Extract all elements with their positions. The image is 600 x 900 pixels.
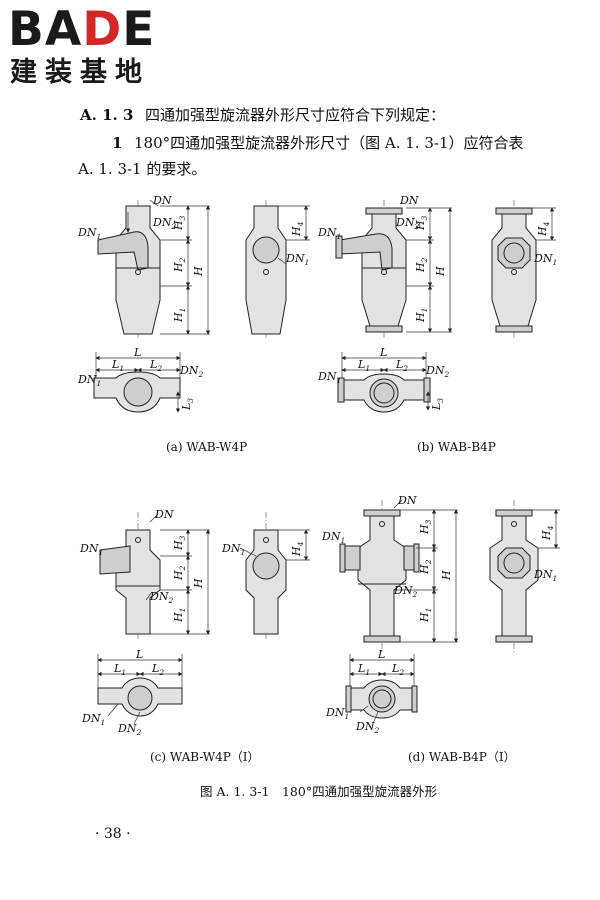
caption-c: (c) WAB-W4P（Ⅰ） xyxy=(150,750,260,764)
drawing-a-front xyxy=(97,199,211,340)
label-dn1-d-plan: DN1 xyxy=(325,706,349,721)
label-dn2: DN2 xyxy=(152,216,176,231)
brand-logo-subtitle: 建装基地 xyxy=(10,57,150,88)
label-dn1-c-side: DN1 xyxy=(221,542,245,557)
label-h1-b: H1 xyxy=(414,308,429,323)
figure-title: 图 A. 1. 3-1 180°四通加强型旋流器外形 xyxy=(200,784,438,799)
label-h4: H4 xyxy=(290,221,305,237)
label-dn2-c: DN2 xyxy=(149,590,173,605)
label-dn1-c-plan: DN1 xyxy=(81,712,105,727)
label-dn1-b: DN1 xyxy=(317,226,341,241)
drawing-b-side xyxy=(491,200,556,340)
label-dn-c: DN xyxy=(154,508,174,521)
label-dn1-plan: DN1 xyxy=(77,373,101,388)
label-h4-b: H4 xyxy=(536,221,551,237)
label-dn2-plan: DN2 xyxy=(179,364,203,379)
label-h4-c: H4 xyxy=(290,541,305,557)
caption-b: (b) WAB-B4P xyxy=(417,440,496,454)
label-l: L xyxy=(133,346,141,359)
label-l-b: L xyxy=(379,346,387,359)
label-dn2-d: DN2 xyxy=(393,584,417,599)
label-dn1-d-side: DN1 xyxy=(533,568,557,583)
label-dn2-d-plan: DN2 xyxy=(355,720,379,735)
label-l3-b: L3 xyxy=(430,398,445,411)
label-dn1-b-plan: DN1 xyxy=(317,370,341,385)
caption-d: (d) WAB-B4P（Ⅰ） xyxy=(408,750,516,764)
label-h-c: H xyxy=(192,578,205,589)
label-l-c: L xyxy=(135,648,143,661)
label-l2-d: L2 xyxy=(391,662,404,677)
label-dn2-b-plan: DN2 xyxy=(425,364,449,379)
label-l1: L1 xyxy=(111,358,124,373)
drawing-c-side xyxy=(239,512,310,640)
label-h3-b: H3 xyxy=(414,215,429,231)
brand-logo: BADE 建装基地 xyxy=(8,6,183,88)
label-l2-b: L2 xyxy=(395,358,408,373)
label-h4-d: H4 xyxy=(540,525,555,541)
label-dn-d: DN xyxy=(397,494,417,507)
drawing-d-front xyxy=(339,499,459,652)
label-dn1-side: DN1 xyxy=(285,252,309,267)
section-heading: 四通加强型旋流器外形尺寸应符合下列规定： xyxy=(145,106,446,124)
drawing-c-front xyxy=(99,512,211,640)
section-number: A. 1. 3 xyxy=(80,106,134,124)
label-h1-c: H1 xyxy=(172,608,187,623)
label-dn2-b: DN2 xyxy=(395,216,419,231)
label-h-b: H xyxy=(434,266,447,277)
label-l2: L2 xyxy=(149,358,162,373)
item-text-line-2: A. 1. 3-1 的要求。 xyxy=(78,160,207,178)
item-number: 1 xyxy=(112,134,123,152)
drawing-a-side xyxy=(245,200,310,340)
brand-logo-wordmark: BADE xyxy=(8,2,156,57)
label-h: H xyxy=(192,266,205,277)
label-l-d: L xyxy=(377,648,385,661)
label-dn1-b-side: DN1 xyxy=(533,252,557,267)
drawing-c-plan xyxy=(97,654,183,725)
label-dn1-c: DN1 xyxy=(79,542,103,557)
label-l1-c: L1 xyxy=(113,662,126,677)
drawing-d-side xyxy=(489,500,560,652)
label-h2-c: H2 xyxy=(172,565,187,581)
label-l1-d: L1 xyxy=(357,662,370,677)
label-h-d: H xyxy=(440,570,453,581)
label-h3-d: H3 xyxy=(418,519,433,535)
item-text-line-1: 180°四通加强型旋流器外形尺寸（图 A. 1. 3-1）应符合表 xyxy=(134,134,524,152)
label-dn: DN xyxy=(152,194,172,207)
label-h2-d: H2 xyxy=(418,559,433,575)
caption-a: (a) WAB-W4P xyxy=(166,440,248,454)
page-number: · 38 · xyxy=(95,826,131,842)
drawing-d-plan xyxy=(345,654,418,727)
label-h1: H1 xyxy=(172,308,187,323)
label-l2-c: L2 xyxy=(151,662,164,677)
label-h3: H3 xyxy=(172,215,187,231)
label-l1-b: L1 xyxy=(357,358,370,373)
label-dn1: DN1 xyxy=(77,226,101,241)
label-dn-b: DN xyxy=(399,194,419,207)
label-h2: H2 xyxy=(172,257,187,273)
drawing-a-plan xyxy=(93,352,181,413)
drawing-b-front xyxy=(335,200,453,340)
drawing-b-plan xyxy=(337,352,431,413)
label-l3: L3 xyxy=(180,398,195,411)
label-h3-c: H3 xyxy=(172,535,187,551)
label-dn2-c-plan: DN2 xyxy=(117,722,141,737)
label-h2-b: H2 xyxy=(414,257,429,273)
label-dn1-d: DN1 xyxy=(321,530,345,545)
label-h1-d: H1 xyxy=(418,608,433,623)
